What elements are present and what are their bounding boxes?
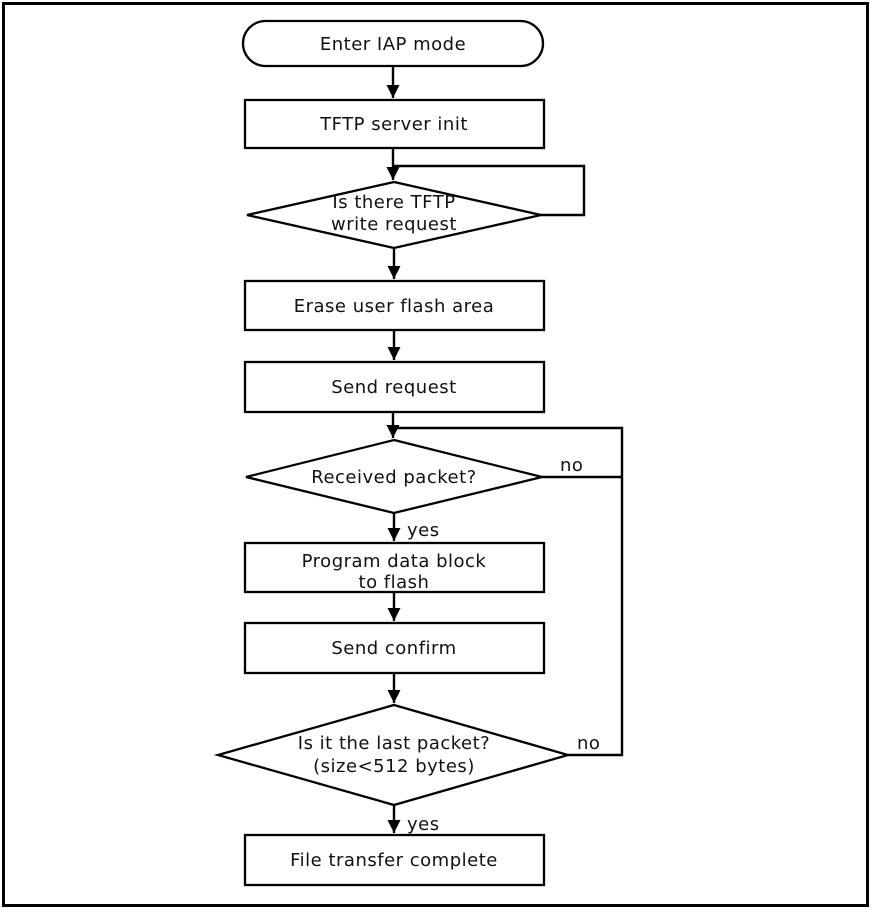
node-send-confirm: Send confirm xyxy=(243,621,546,675)
write-request-label-line2: write request xyxy=(331,214,457,235)
start-terminator-shape xyxy=(241,19,545,68)
last-packet-label-line1: Is it the last packet? xyxy=(298,733,490,754)
complete-label: File transfer complete xyxy=(290,850,498,871)
edge-write-request-loop xyxy=(394,164,586,217)
write-request-decision-shape xyxy=(246,180,542,250)
last-packet-decision-shape xyxy=(213,703,573,807)
node-received-packet: Received packet? xyxy=(245,438,543,515)
node-tftp-init: TFTP server init xyxy=(243,98,546,150)
node-complete: File transfer complete xyxy=(243,833,546,887)
node-last-packet: Is it the last packet? (size<512 bytes) xyxy=(213,703,573,807)
edge-label-last-yes: yes xyxy=(407,814,440,835)
edge-label-received-no: no xyxy=(560,455,583,476)
edge-label-received-yes: yes xyxy=(407,520,440,541)
program-block-label-line1: Program data block xyxy=(302,551,487,572)
received-packet-label: Received packet? xyxy=(311,467,476,488)
complete-process-shape xyxy=(243,833,546,887)
send-request-label: Send request xyxy=(331,377,456,398)
node-start: Enter IAP mode xyxy=(241,19,545,68)
write-request-label-line1: Is there TFTP xyxy=(332,192,455,213)
program-block-process-shape xyxy=(243,541,546,594)
edge-label-last-no: no xyxy=(577,733,600,754)
send-confirm-process-shape xyxy=(243,621,546,675)
last-packet-label-line2: (size<512 bytes) xyxy=(313,756,475,777)
received-packet-decision-shape xyxy=(245,438,543,515)
erase-flash-label: Erase user flash area xyxy=(294,296,494,317)
node-erase-flash: Erase user flash area xyxy=(243,279,546,332)
tftp-init-label: TFTP server init xyxy=(319,114,468,135)
node-write-request: Is there TFTP write request xyxy=(246,180,542,250)
program-block-label-line2: to flash xyxy=(359,572,430,593)
node-program-block: Program data block to flash xyxy=(243,541,546,594)
node-send-request: Send request xyxy=(243,360,546,414)
send-request-process-shape xyxy=(243,360,546,414)
send-confirm-label: Send confirm xyxy=(331,638,456,659)
tftp-init-process-shape xyxy=(243,98,546,150)
start-label: Enter IAP mode xyxy=(320,34,466,55)
erase-flash-process-shape xyxy=(243,279,546,332)
edge-last-packet-no-loop xyxy=(394,426,624,757)
